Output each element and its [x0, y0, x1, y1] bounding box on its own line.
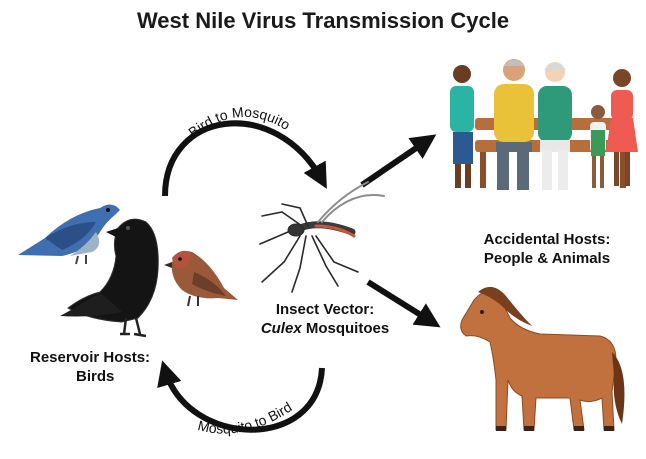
accidental-hosts-label: Accidental Hosts: People & Animals [462, 230, 632, 268]
bluebird-icon [18, 204, 120, 264]
insect-vector-line1: Insect Vector: [240, 300, 410, 319]
reservoir-hosts-line1: Reservoir Hosts: [30, 348, 150, 367]
accidental-hosts-line2: People & Animals [462, 249, 632, 268]
reservoir-hosts-line2: Birds [30, 367, 150, 386]
accidental-hosts-line1: Accidental Hosts: [462, 230, 632, 249]
people-group-icon [450, 59, 638, 190]
arrow-bird-to-mosquito [165, 123, 322, 196]
insect-vector-genus: Culex [261, 320, 302, 337]
sparrow-icon [164, 251, 238, 306]
label-mosquito-to-bird: Mosquito to Bird [196, 399, 294, 437]
insect-vector-rest: Mosquitoes [302, 320, 390, 337]
insect-vector-label: Insect Vector: Culex Mosquitoes [240, 300, 410, 338]
insect-vector-line2: Culex Mosquitoes [240, 319, 410, 338]
arrow-to-people [362, 140, 428, 185]
mosquito-icon [260, 182, 384, 292]
horse-icon [461, 287, 625, 431]
reservoir-hosts-label: Reservoir Hosts: Birds [30, 348, 150, 386]
